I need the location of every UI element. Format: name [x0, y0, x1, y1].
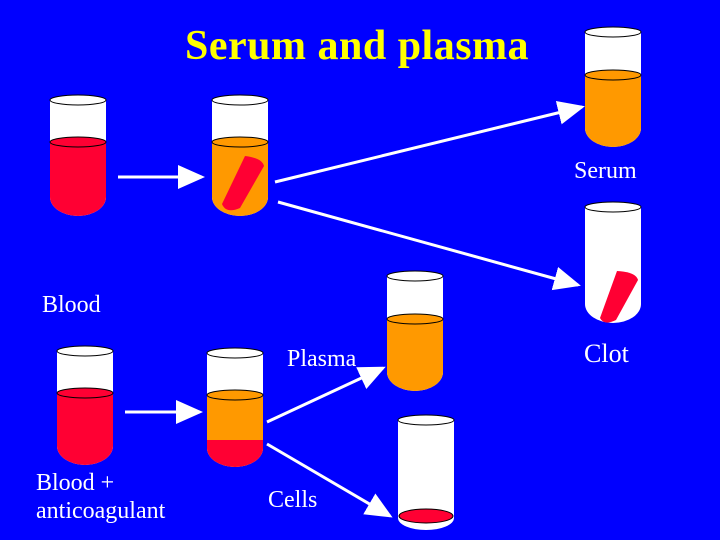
tube-blood	[49, 94, 107, 216]
label-blood-anticoagulant-line1: Blood +	[36, 470, 115, 496]
tube-cells	[397, 414, 455, 530]
arrow-clotted-to-serum	[274, 101, 585, 184]
label-blood-anticoagulant-line2: anticoagulant	[36, 497, 166, 524]
tube-blood-anticoagulant	[56, 345, 114, 465]
tube-clot	[584, 201, 642, 323]
arrow-clotted-to-clot	[277, 200, 581, 291]
label-blood-anticoagulant: Blood + anticoagulant	[36, 470, 165, 525]
clot-shape	[222, 156, 264, 211]
arrow-separated-to-cells	[266, 442, 393, 518]
tube-separated	[206, 347, 264, 467]
label-serum: Serum	[574, 158, 637, 184]
arrows	[118, 101, 585, 518]
label-plasma: Plasma	[287, 346, 357, 372]
tube-plasma	[386, 270, 444, 391]
tube-serum	[584, 26, 642, 147]
label-clot: Clot	[584, 339, 629, 368]
label-blood: Blood	[42, 292, 101, 318]
tube-clotted-blood	[211, 94, 269, 216]
slide-title: Serum and plasma	[185, 23, 530, 69]
clot-shape-isolated	[600, 271, 638, 323]
arrow-separated-to-plasma	[266, 366, 386, 424]
label-cells: Cells	[268, 487, 318, 513]
